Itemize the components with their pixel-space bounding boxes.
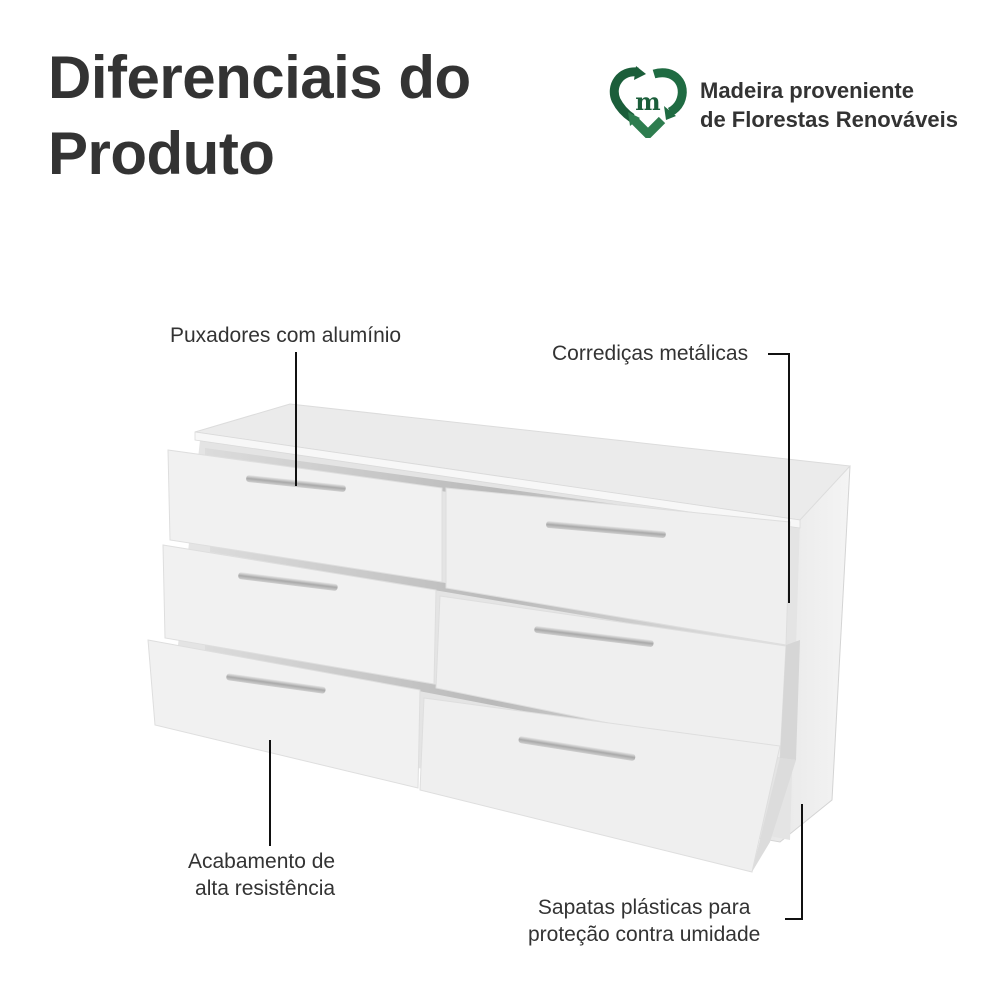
callout-finish-line-2: alta resistência [195, 877, 336, 900]
title-line-2: Produto [48, 120, 275, 187]
badge-text-line-2: de Florestas Renováveis [700, 106, 959, 132]
callout-line-slides-v [788, 353, 790, 603]
recycle-heart-m-icon: m [608, 66, 688, 143]
page-title: Diferenciais do Produto [48, 40, 471, 192]
callout-line-feet-h [785, 918, 803, 920]
callout-finish-line-1: Acabamento de [188, 850, 336, 873]
callout-line-finish [269, 740, 271, 846]
badge-text-line-1: Madeira proveniente [700, 77, 914, 103]
callout-feet-line-2: proteção contra umidade [528, 923, 761, 946]
badge-text: Madeira proveniente de Florestas Renováv… [700, 76, 958, 134]
renewable-wood-badge: m Madeira proveniente de Florestas Renov… [608, 66, 958, 143]
callout-finish: Acabamento de alta resistência [188, 848, 335, 902]
callout-feet-line-1: Sapatas plásticas para [537, 896, 751, 919]
callout-line-handles [295, 352, 297, 486]
callout-handles: Puxadores com alumínio [170, 324, 402, 347]
callout-line-slides-h [768, 353, 790, 355]
callout-feet: Sapatas plásticas para proteção contra u… [528, 894, 760, 948]
title-line-1: Diferenciais do [48, 44, 471, 111]
svg-text:m: m [635, 87, 660, 116]
callout-line-feet-v [801, 804, 803, 920]
callout-slides: Corrediças metálicas [552, 342, 749, 365]
